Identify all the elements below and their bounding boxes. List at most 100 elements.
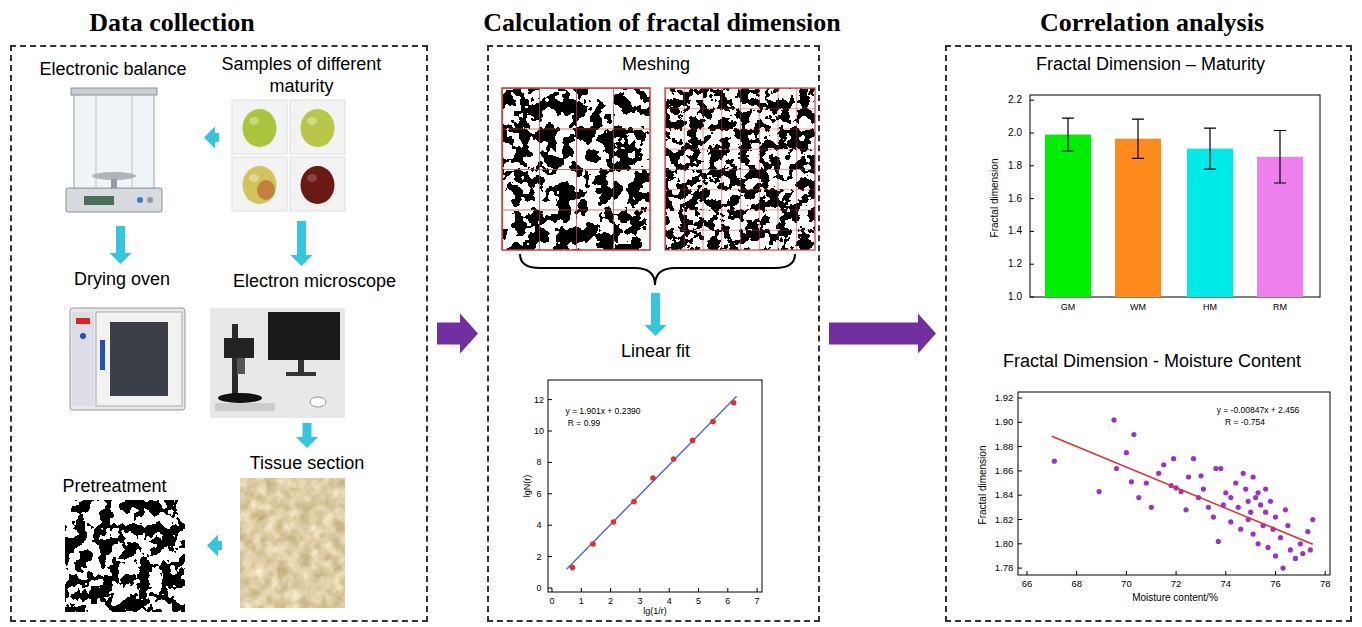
- jujube-photos-part: [243, 166, 277, 204]
- scatter-chart-part: [1018, 398, 1022, 568]
- tick-label: 1: [579, 597, 584, 606]
- balance-picture: [66, 88, 162, 212]
- meshing-images-part: [502, 88, 650, 250]
- scatter-dot: [1273, 515, 1278, 520]
- tick-label: 1.0: [1008, 292, 1022, 302]
- tick-label: 12: [534, 395, 544, 404]
- scatter-dot: [1248, 510, 1253, 515]
- linear-fit-chart: [548, 380, 762, 592]
- scatter-dot: [1183, 507, 1188, 512]
- step-box: Meshing: [493, 50, 819, 292]
- scatter-dot: [1124, 450, 1129, 455]
- axis-title: Moisture content/%: [1132, 593, 1218, 603]
- jujube-photos-part: [232, 100, 287, 154]
- tick-label: 3: [637, 597, 642, 606]
- microscope-picture-part: [210, 308, 345, 418]
- step-box: Pretreatment: [23, 472, 206, 619]
- drying-oven-picture-part: [72, 312, 94, 406]
- panel-heading: Data collection: [89, 7, 254, 38]
- category-label: WM: [1130, 303, 1146, 312]
- tick-label: 1.86: [995, 466, 1014, 476]
- linear-fit-chart-part-part: [570, 565, 576, 571]
- tick-label: 4: [667, 597, 672, 606]
- scatter-dot: [1263, 510, 1268, 515]
- scatter-dot: [1288, 547, 1293, 552]
- tick-label: 1.78: [995, 563, 1014, 573]
- tick-label: 74: [1221, 579, 1232, 589]
- balance-picture-part: [111, 179, 117, 188]
- balance-picture-part: [137, 197, 143, 203]
- scatter-dot: [1201, 487, 1206, 492]
- category-label: RM: [1273, 303, 1287, 312]
- tick-label: 2.2: [1008, 95, 1022, 105]
- scatter-dot: [1285, 523, 1290, 528]
- bar-chart-part: [1030, 95, 1320, 297]
- scatter-dot: [1256, 490, 1261, 495]
- flow-arrow: [291, 221, 313, 266]
- step-label: Tissue section: [223, 449, 391, 475]
- scatter-dot: [1308, 547, 1313, 552]
- linear-fit-chart-part: [548, 400, 552, 588]
- scatter-dot: [1256, 541, 1261, 546]
- tick-label: 2: [536, 552, 541, 561]
- meshing-images-part: [665, 88, 815, 250]
- step-label: Linear fit: [505, 337, 806, 363]
- tick-label: 8: [536, 458, 541, 467]
- microscope-picture-part: [268, 312, 340, 360]
- scatter-dot: [1114, 466, 1119, 471]
- jujube-photos-part: [249, 174, 259, 182]
- tick-label: 2.0: [1008, 128, 1022, 138]
- scatter-dot: [1136, 495, 1141, 500]
- jujube-photos-part: [290, 157, 345, 211]
- linear-fit-chart-part: [552, 588, 757, 592]
- tick-label: 1.80: [995, 539, 1014, 549]
- panel-heading: Calculation of fractal dimension: [483, 7, 841, 38]
- scatter-dot: [1149, 505, 1154, 510]
- tick-label: 5: [696, 597, 701, 606]
- scatter-dot: [1246, 499, 1251, 504]
- linear-fit-chart-part-part: [710, 419, 716, 425]
- scatter-chart: [1018, 392, 1330, 575]
- scatter-dot: [1228, 495, 1233, 500]
- drying-oven-picture-part: [70, 308, 185, 410]
- scatter-dot: [1241, 471, 1246, 476]
- bar-chart-part: [1045, 135, 1091, 297]
- linear-fit-chart-part-part: [611, 519, 617, 525]
- microscope-picture-part: [224, 338, 254, 358]
- tick-label: 1.8: [1008, 161, 1022, 171]
- tick-label: 1.4: [1008, 226, 1022, 236]
- bar-chart-part: [1115, 139, 1161, 297]
- microscope-picture-part: [298, 360, 304, 372]
- jujube-photos-part: [301, 109, 335, 147]
- jujube-photos-part: [232, 157, 287, 211]
- flow-arrow: [829, 314, 936, 354]
- category-label: HM: [1203, 303, 1217, 312]
- tick-label: 66: [1022, 579, 1033, 589]
- tick-label: 0: [549, 597, 554, 606]
- meshing-images-part: [502, 88, 650, 250]
- correlation-text: R = -0.754: [1225, 418, 1265, 427]
- drying-oven-picture: [70, 308, 185, 410]
- scatter-dot: [1273, 553, 1278, 558]
- tick-label: 78: [1320, 579, 1331, 589]
- drying-oven-picture-part: [96, 312, 182, 406]
- tick-label: 1.84: [995, 490, 1014, 500]
- scatter-dot: [1198, 473, 1203, 478]
- tick-label: 1.6: [1008, 194, 1022, 204]
- scatter-dot: [1251, 474, 1256, 479]
- jujube-photos-part: [301, 166, 335, 204]
- dashed-panel: Calculation of fractal dimensionMeshingL…: [487, 45, 820, 622]
- scatter-dot: [1268, 499, 1273, 504]
- step-box: Electronic balance: [23, 55, 203, 225]
- scatter-dot: [1258, 502, 1263, 507]
- linear-fit-chart-part: [548, 380, 762, 592]
- tick-label: 76: [1270, 579, 1281, 589]
- bar-chart-part: [1030, 100, 1034, 297]
- equation-text: y = -0.00847x + 2.456: [1217, 406, 1300, 415]
- scatter-dot: [1251, 532, 1256, 537]
- linear-fit-chart-part-part: [690, 438, 696, 444]
- scatter-points: [1052, 417, 1316, 570]
- flow-arrow: [645, 293, 667, 336]
- scatter-dot: [1310, 517, 1315, 522]
- microscope-picture-part: [218, 393, 262, 403]
